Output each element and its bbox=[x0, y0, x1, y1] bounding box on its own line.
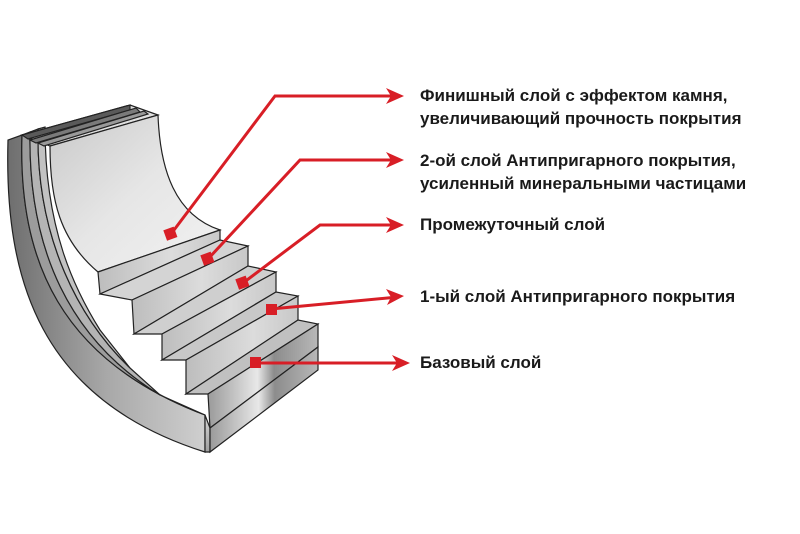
leader-finish bbox=[169, 94, 398, 235]
label-finish-line1: Финишный слой с эффектом камня, bbox=[420, 86, 728, 105]
marker-nonstick-2 bbox=[200, 251, 215, 266]
step-base-front bbox=[209, 345, 319, 454]
leaders bbox=[169, 94, 405, 365]
marker-finish bbox=[163, 226, 178, 241]
label-nonstick-2-line1: 2-ой слой Антипригарного покрытия, bbox=[420, 151, 736, 170]
marker-intermediate bbox=[235, 275, 250, 290]
label-intermediate-line1: Промежуточный слой bbox=[420, 215, 606, 234]
label-nonstick-1-line1: 1-ый слой Антипригарного покрытия bbox=[420, 287, 736, 306]
arrowhead-base bbox=[392, 355, 410, 371]
marker-base bbox=[250, 357, 261, 368]
label-finish-line2: увеличивающий прочность покрытия bbox=[420, 109, 742, 128]
leader-nonstick-1 bbox=[270, 295, 399, 311]
label-finish-layer: Финишный слой с эффектом камня, увеличив… bbox=[420, 84, 742, 130]
layer-curve-4 bbox=[37, 126, 131, 369]
label-intermediate-layer: Промежуточный слой bbox=[420, 213, 605, 236]
leader-endpoints bbox=[163, 88, 410, 371]
label-nonstick-2-layer: 2-ой слой Антипригарного покрытия, усиле… bbox=[420, 149, 746, 195]
arrowhead-nonstick-1 bbox=[386, 289, 404, 305]
marker-nonstick-1 bbox=[266, 304, 277, 315]
leader-nonstick-2 bbox=[206, 158, 398, 261]
arrowhead-finish bbox=[386, 88, 404, 104]
arrowhead-intermediate bbox=[386, 217, 404, 233]
arrowhead-nonstick-2 bbox=[386, 152, 404, 168]
label-nonstick-2-line2: усиленный минеральными частицами bbox=[420, 174, 747, 193]
pan-wall bbox=[7, 104, 222, 453]
label-base-line1: Базовый слой bbox=[420, 353, 542, 372]
label-base-layer: Базовый слой bbox=[420, 351, 541, 374]
label-nonstick-1-layer: 1-ый слой Антипригарного покрытия bbox=[420, 285, 735, 308]
leader-intermediate bbox=[242, 223, 398, 285]
